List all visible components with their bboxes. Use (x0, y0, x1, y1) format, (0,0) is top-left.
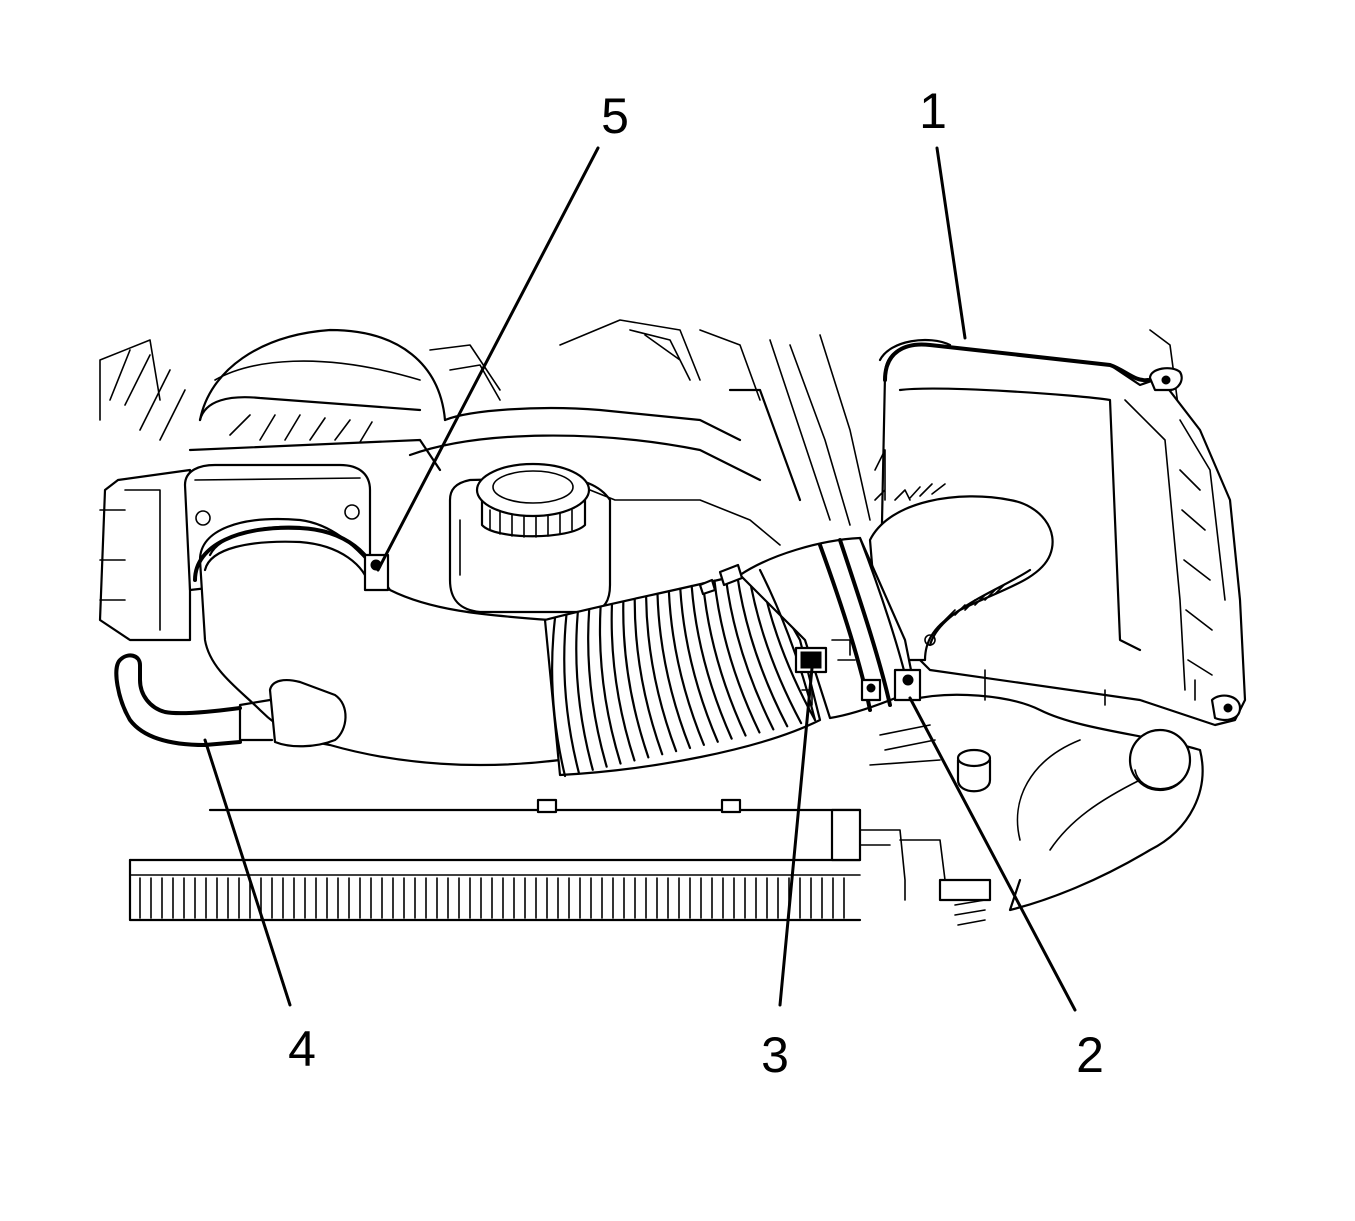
callout-2: 2 (1076, 1027, 1104, 1083)
leader-line-3 (778, 666, 814, 1007)
callout-1: 1 (919, 83, 947, 139)
callout-4: 4 (288, 1021, 316, 1077)
duct-bellows (551, 568, 817, 778)
coolant-reservoir (448, 462, 781, 614)
bellows-rib (563, 614, 580, 774)
bellows-rib (701, 582, 747, 737)
air-cleaner-housing (868, 342, 1247, 727)
reservoir-cap-icon (475, 462, 591, 538)
bellows-rib (645, 595, 678, 753)
bellows-rib (575, 611, 594, 771)
leader-line-1 (935, 146, 967, 340)
bellows-rib (747, 571, 803, 725)
leader-line-4 (203, 738, 292, 1007)
bellows-rib (551, 616, 567, 778)
callout-3: 3 (761, 1027, 789, 1083)
bellows-rib (656, 592, 692, 750)
bellows-rib (690, 584, 733, 740)
callout-5: 5 (601, 88, 629, 144)
leader-line-5 (376, 146, 600, 572)
bellows-rib (622, 600, 650, 759)
bellows-rib (598, 606, 622, 765)
callouts: 1 2 3 4 5 (288, 83, 1104, 1083)
leader-lines (203, 146, 1077, 1012)
pcv-hose (114, 653, 242, 747)
bellows-rib (679, 587, 719, 743)
bellows-rib (610, 603, 636, 762)
leader-line-2 (908, 696, 1077, 1012)
bellows-rib (736, 574, 789, 728)
bellows-rib (587, 608, 608, 768)
clamp-2-icon (860, 668, 922, 702)
radiator-fins (139, 877, 845, 919)
bellows-rib (724, 576, 775, 731)
lower-right-components (869, 693, 1204, 912)
bellows-rib (713, 579, 761, 734)
bellows-rib (633, 598, 664, 756)
bellows-rib (667, 590, 705, 746)
pcv-fitting-icon (238, 679, 347, 748)
maf-sensor-connector-icon (794, 639, 856, 706)
